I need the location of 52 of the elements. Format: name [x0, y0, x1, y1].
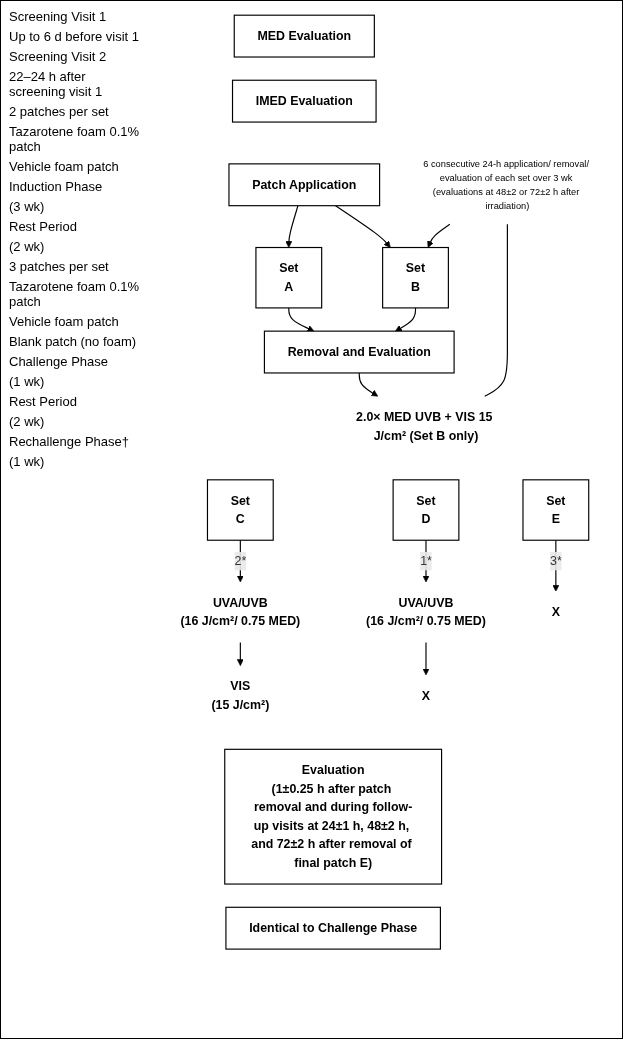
node-box: Set E	[522, 479, 590, 541]
node-box: Identical to Challenge Phase	[225, 906, 441, 950]
arrow	[422, 539, 430, 583]
arrow	[285, 205, 299, 248]
node-box: Set C	[206, 479, 274, 541]
note-text: (1 wk)	[9, 374, 46, 389]
note-text: Vehicle foam patch	[9, 159, 120, 174]
node-text: UVA/UVB (16 J/cm²/ 0.75 MED)	[180, 595, 301, 628]
arrow	[422, 641, 430, 676]
arrow	[427, 223, 451, 248]
note-text: Rest Period	[9, 394, 78, 409]
connector	[484, 223, 508, 397]
node-box: Set D	[392, 479, 460, 541]
note-text: Tazarotene foam 0.1% patch	[9, 124, 141, 154]
node-box: Set B	[382, 246, 449, 309]
note-text: Up to 6 d before visit 1	[9, 29, 141, 44]
node-text: UVA/UVB (16 J/cm²/ 0.75 MED)	[366, 595, 486, 628]
note-text: Screening Visit 2	[9, 49, 108, 64]
note-text: (2 wk)	[9, 239, 46, 254]
arrow	[288, 307, 315, 332]
note-text: (2 wk)	[9, 414, 46, 429]
edge-label: 2*	[234, 554, 247, 568]
arrow	[236, 641, 244, 666]
node-box: MED Evaluation	[233, 14, 375, 58]
note-text: Screening Visit 1	[9, 9, 108, 24]
arrow	[395, 307, 417, 332]
note-text: 2 patches per set	[9, 104, 110, 119]
arrow	[358, 372, 379, 397]
note-text: 22–24 h after screening visit 1	[9, 69, 104, 99]
node-text: 6 consecutive 24-h application/ removal/ evaluation of each set over 3 wk (evaluations at 48±2 or 72±2 h after irradiation)	[423, 158, 589, 212]
note-text: Induction Phase	[9, 179, 104, 194]
node-text: X	[421, 688, 431, 703]
note-text: Tazarotene foam 0.1% patch	[9, 279, 141, 309]
node-box: Removal and Evaluation	[263, 330, 455, 374]
node-box: Patch Application	[228, 163, 381, 207]
arrow	[334, 205, 391, 248]
note-text: Rest Period	[9, 219, 78, 234]
note-text: Vehicle foam patch	[9, 314, 120, 329]
note-text: (3 wk)	[9, 199, 46, 214]
node-box: IMED Evaluation	[231, 79, 377, 123]
node-box: Set A	[255, 246, 323, 309]
note-text: Challenge Phase	[9, 354, 110, 369]
edge-label: 3*	[550, 554, 562, 568]
note-text: Rechallenge Phase†	[9, 434, 130, 449]
node-text: VIS (15 J/cm²)	[211, 679, 270, 712]
edge-label: 1*	[420, 554, 432, 568]
note-text: Blank patch (no foam)	[9, 334, 138, 349]
node-text: X	[551, 605, 560, 619]
node-box: Evaluation (1±0.25 h after patch removal and during follow-up visits at 24±1 h, 48±2 h, and 72±2 h after removal of final patch E)	[224, 748, 443, 885]
note-text: (1 wk)	[9, 454, 46, 469]
node-text: 2.0× MED UVB + VIS 15 J/cm² (Set B only)	[356, 410, 493, 442]
note-text: 3 patches per set	[9, 259, 110, 274]
